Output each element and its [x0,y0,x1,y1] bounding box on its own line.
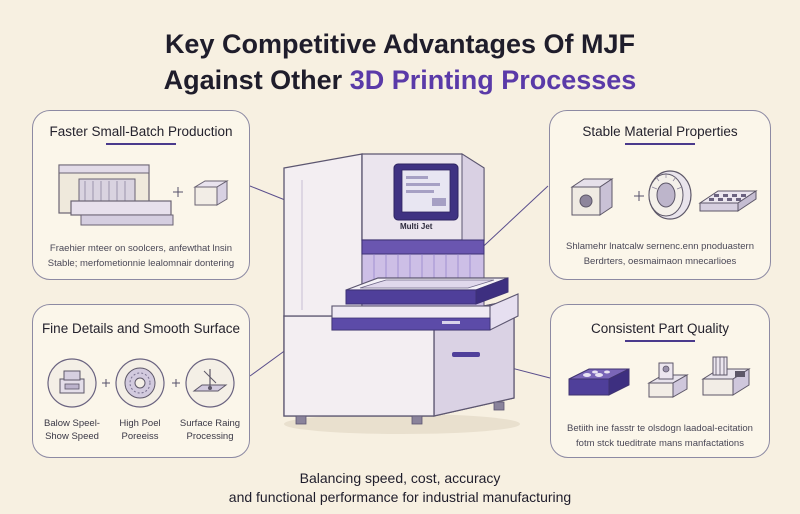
panel-title-text: Stable Material Properties [582,124,738,139]
drawer-handle [452,352,480,357]
panel-consistent-quality: Consistent Part Quality Betiith ine fass… [550,304,770,458]
mjf-printer-illustration [283,153,520,434]
title-line-1: Key Competitive Advantages Of MJF [164,29,636,59]
plus-icon [634,191,644,201]
footer-line-1: Balancing speed, cost, accuracy [299,470,501,486]
footer-line-2: and functional performance for industria… [228,489,572,505]
title-underline [625,340,695,342]
panel-description: Fraehier mteer on soolcers, anfewthat ln… [33,241,249,271]
panel-stable-material: Stable Material Properties Shlamehr lnat… [549,110,771,280]
caption-surface-raing: Surface Raing Processing [171,417,249,443]
housing-part-icon [647,362,689,398]
caption-high-poel: High Poel Poreeiss [105,417,175,443]
title-underline [106,143,176,145]
title-line-2-accent: 3D Printing Processes [349,65,637,95]
plus-icon [173,187,183,197]
caption-line-1: High Poel [119,418,161,429]
panel-title: Fine Details and Smooth Surface [33,321,249,336]
caption-balow-speed: Balow Speel- Show Speed [37,417,107,443]
grid-part-icon [698,190,758,212]
caption-line-2: Poreeiss [121,431,159,442]
description-line-2: Stable; merfometionnie lealomnair donter… [47,258,235,269]
panel-title-text: Fine Details and Smooth Surface [41,321,241,336]
panel-description: Shlamehr lnatcalw sernenc.enn pnoduaster… [550,239,770,269]
footer-tagline: Balancing speed, cost, accuracy and func… [0,469,800,507]
part-box-icon [193,180,229,206]
caption-line-1: Balow Speel- [44,418,100,429]
title-underline [625,143,695,145]
printer-circle-icon [47,358,97,408]
title-line-2: Against Other 3D Printing Processes [0,62,800,98]
panel-title-text: Faster Small-Batch Production [49,124,233,139]
page-title: Key Competitive Advantages Of MJF Agains… [0,26,800,98]
printer-brand-label: Multi Jet [400,222,433,231]
caption-line-1: Surface Raing [179,418,241,429]
gear-part-icon [115,358,165,408]
oven-printer-icon [58,164,174,226]
panel-title: Consistent Part Quality [551,321,769,342]
title-line-2-prefix: Against Other [163,65,350,95]
holed-block-icon [568,368,630,396]
caption-line-2: Show Speed [45,431,99,442]
caption-line-2: Processing [186,431,234,442]
panel-title: Faster Small-Batch Production [33,124,249,145]
description-line-1: Betiith ine fasstr te olsdogn laadoal-ec… [567,423,753,434]
ring-part-icon [648,170,692,220]
panel-fine-details: Fine Details and Smooth Surface Balow Sp… [32,304,250,458]
plus-icon [102,379,110,387]
plus-icon [172,379,180,387]
description-line-2: Berdrters, oesmaimaon mnecarlioes [583,256,737,267]
panel-title-text: Consistent Part Quality [590,321,730,336]
panel-description: Betiith ine fasstr te olsdogn laadoal-ec… [551,421,769,451]
description-line-1: Shlamehr lnatcalw sernenc.enn pnoduaster… [565,241,754,252]
description-line-2: fotm stck tueditrate mans manfactations [576,438,744,449]
surface-tool-icon [185,358,235,408]
connector-part-icon [701,356,751,396]
panel-faster-small-batch: Faster Small-Batch Production Fraehier m… [32,110,250,280]
bracket-part-icon [570,178,614,216]
machine-shadow [284,414,520,434]
description-line-1: Fraehier mteer on soolcers, anfewthat ln… [49,243,233,254]
panel-title: Stable Material Properties [550,124,770,145]
